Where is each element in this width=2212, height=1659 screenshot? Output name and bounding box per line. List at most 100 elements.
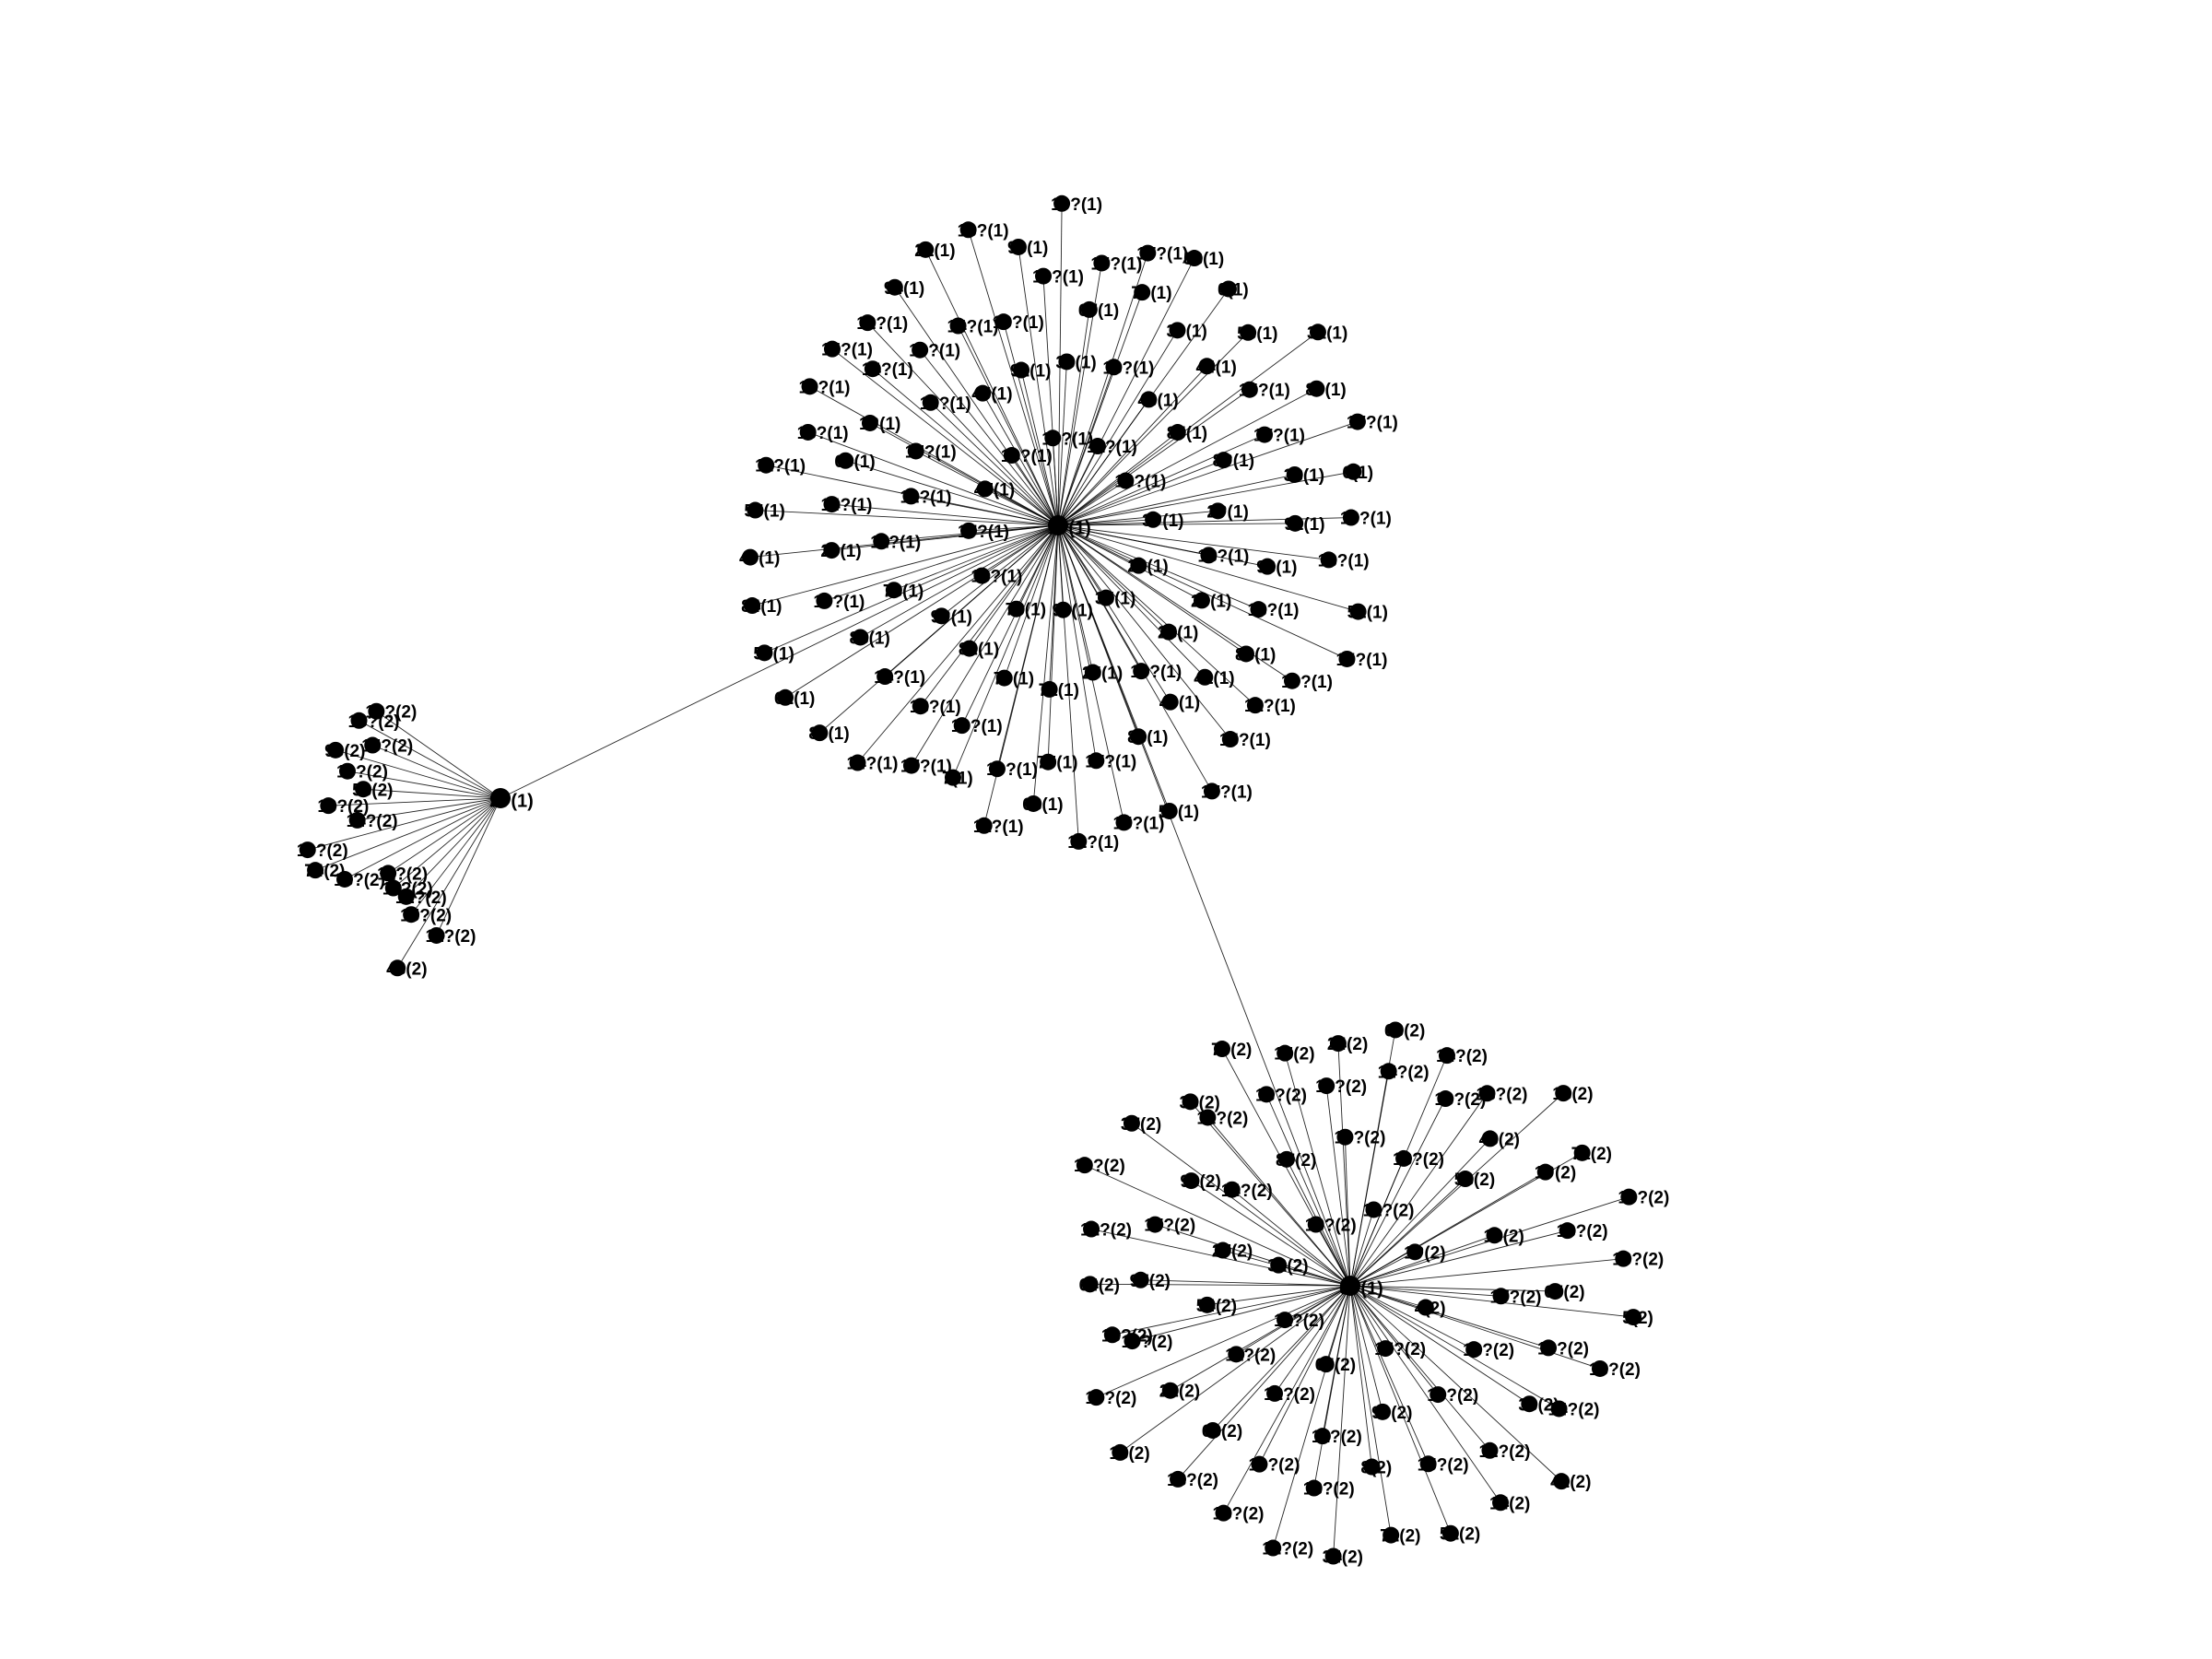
leaf-node[interactable] (1265, 1539, 1282, 1557)
hub-node[interactable] (1340, 1276, 1360, 1296)
leaf-node[interactable] (1215, 1504, 1232, 1522)
leaf-node[interactable] (1256, 426, 1274, 443)
leaf-node[interactable] (1277, 1312, 1294, 1329)
leaf-node[interactable] (1308, 380, 1325, 397)
leaf-node[interactable] (1161, 693, 1179, 711)
leaf-node[interactable] (960, 640, 978, 657)
leaf-node[interactable] (1313, 1428, 1331, 1445)
leaf-node[interactable] (811, 724, 829, 742)
leaf-node[interactable] (886, 278, 903, 296)
leaf-node[interactable] (350, 712, 368, 729)
leaf-node[interactable] (823, 340, 841, 358)
leaf-node[interactable] (1097, 589, 1114, 606)
leaf-node[interactable] (953, 717, 971, 735)
leaf-node[interactable] (1093, 254, 1111, 272)
leaf-node[interactable] (949, 317, 967, 335)
leaf-node[interactable] (1438, 1047, 1455, 1065)
leaf-node[interactable] (741, 548, 759, 566)
leaf-node[interactable] (397, 888, 415, 905)
leaf-node[interactable] (1283, 672, 1300, 689)
leaf-node[interactable] (1196, 668, 1214, 686)
leaf-node[interactable] (1007, 600, 1025, 618)
leaf-node[interactable] (885, 582, 902, 599)
leaf-node[interactable] (1123, 1114, 1140, 1132)
leaf-node[interactable] (864, 360, 881, 378)
leaf-node[interactable] (959, 221, 977, 239)
leaf-node[interactable] (1287, 514, 1304, 532)
leaf-node[interactable] (1115, 814, 1133, 831)
leaf-node[interactable] (1259, 558, 1277, 575)
leaf-node[interactable] (1213, 1041, 1230, 1058)
leaf-node[interactable] (1132, 1271, 1149, 1288)
leaf-node[interactable] (1139, 244, 1157, 262)
leaf-node[interactable] (1083, 1220, 1100, 1238)
leaf-node[interactable] (1465, 1341, 1483, 1359)
leaf-node[interactable] (1481, 1130, 1499, 1147)
leaf-node[interactable] (1203, 782, 1220, 800)
leaf-node[interactable] (816, 592, 833, 609)
leaf-node[interactable] (1169, 322, 1186, 339)
leaf-node[interactable] (1380, 1063, 1397, 1080)
leaf-node[interactable] (1013, 361, 1030, 379)
leaf-node[interactable] (1088, 1389, 1105, 1406)
leaf-node[interactable] (852, 629, 869, 646)
leaf-node[interactable] (1338, 650, 1356, 667)
leaf-node[interactable] (335, 870, 353, 888)
leaf-node[interactable] (1124, 1333, 1141, 1350)
leaf-node[interactable] (1374, 1403, 1392, 1420)
leaf-node[interactable] (933, 607, 950, 625)
leaf-node[interactable] (902, 488, 920, 505)
leaf-node[interactable] (1223, 1181, 1241, 1198)
leaf-node[interactable] (1228, 1346, 1245, 1363)
leaf-node[interactable] (1258, 1086, 1276, 1103)
leaf-node[interactable] (877, 668, 894, 686)
leaf-node[interactable] (1419, 1455, 1437, 1473)
leaf-node[interactable] (1521, 1395, 1538, 1413)
leaf-node[interactable] (1088, 438, 1106, 455)
leaf-node[interactable] (1054, 601, 1072, 618)
leaf-node[interactable] (1003, 447, 1020, 465)
leaf-node[interactable] (355, 781, 372, 798)
leaf-node[interactable] (1441, 1524, 1459, 1542)
leaf-node[interactable] (859, 314, 877, 332)
leaf-node[interactable] (912, 698, 929, 715)
leaf-node[interactable] (873, 533, 890, 550)
leaf-node[interactable] (756, 644, 773, 662)
leaf-node[interactable] (1145, 511, 1162, 528)
leaf-node[interactable] (1040, 753, 1057, 771)
leaf-node[interactable] (1365, 1201, 1382, 1218)
leaf-node[interactable] (364, 736, 382, 754)
leaf-node[interactable] (403, 906, 420, 924)
leaf-node[interactable] (1591, 1359, 1608, 1377)
leaf-node[interactable] (1363, 1458, 1381, 1476)
leaf-node[interactable] (428, 926, 445, 944)
leaf-node[interactable] (1182, 1093, 1199, 1111)
leaf-node[interactable] (1160, 623, 1178, 641)
leaf-node[interactable] (1198, 358, 1216, 375)
leaf-node[interactable] (368, 702, 385, 720)
leaf-node[interactable] (861, 414, 878, 431)
leaf-node[interactable] (1134, 284, 1151, 301)
leaf-node[interactable] (1140, 391, 1158, 408)
leaf-node[interactable] (1345, 463, 1362, 480)
leaf-node[interactable] (1058, 353, 1076, 371)
leaf-node[interactable] (1382, 1526, 1400, 1544)
leaf-node[interactable] (1130, 557, 1147, 574)
leaf-node[interactable] (973, 567, 991, 584)
leaf-node[interactable] (907, 442, 924, 460)
leaf-node[interactable] (1417, 1299, 1434, 1316)
leaf-node[interactable] (1324, 1547, 1342, 1565)
leaf-node[interactable] (995, 669, 1013, 687)
leaf-node[interactable] (1349, 603, 1367, 620)
leaf-node[interactable] (1161, 1382, 1179, 1399)
leaf-node[interactable] (320, 797, 337, 815)
leaf-node[interactable] (327, 741, 345, 759)
leaf-node[interactable] (299, 841, 316, 859)
leaf-node[interactable] (1342, 509, 1359, 526)
leaf-node[interactable] (988, 760, 1006, 778)
leaf-node[interactable] (1053, 194, 1071, 212)
leaf-node[interactable] (1456, 1171, 1474, 1188)
leaf-node[interactable] (1615, 1250, 1632, 1267)
hub-node[interactable] (1048, 515, 1068, 535)
leaf-node[interactable] (744, 597, 761, 615)
